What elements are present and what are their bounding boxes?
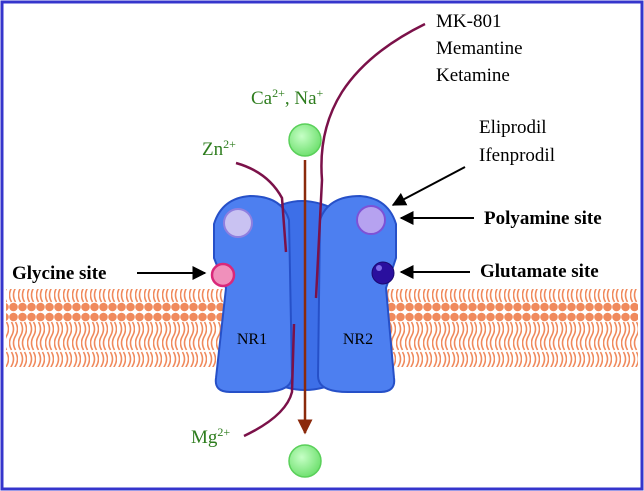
glutamate-site-marker: [371, 261, 395, 285]
ligand-item: Eliprodil: [479, 117, 547, 138]
blocker-item: MK-801: [436, 11, 501, 32]
channel-blocker-path: [314, 22, 426, 299]
ligand-arrow: [391, 166, 466, 206]
nr2-subunit: [316, 194, 397, 393]
glutamate-site-highlight: [376, 265, 382, 271]
ion-sphere-top: [288, 123, 322, 157]
ligand-item: Ifenprodil: [479, 145, 555, 166]
polyamine-ligands-list: Eliprodil Ifenprodil: [479, 117, 555, 166]
blocker-item: Memantine: [436, 38, 523, 59]
magnesium-ion-label: Mg2+: [191, 425, 230, 448]
polyamine-site-label: Polyamine site: [484, 208, 602, 229]
magnesium-ion-path: [243, 323, 296, 438]
nr1-label: NR1: [237, 331, 267, 348]
permeant-ions-label: Ca2+, Na+: [251, 86, 324, 109]
glutamate-site-label: Glutamate site: [480, 261, 599, 282]
zinc-ion-label: Zn2+: [202, 137, 236, 160]
nr2-label: NR2: [343, 331, 373, 348]
zinc-ion-path: [235, 161, 288, 253]
glycine-site-label: Glycine site: [12, 263, 106, 284]
ion-sphere-bottom: [288, 444, 322, 478]
channel-blockers-list: MK-801 Memantine Ketamine: [436, 11, 523, 86]
nr1-upper-site: [223, 208, 253, 238]
blocker-item: Ketamine: [436, 65, 510, 86]
glycine-site-marker: [210, 262, 236, 288]
polyamine-site-marker: [356, 205, 386, 235]
